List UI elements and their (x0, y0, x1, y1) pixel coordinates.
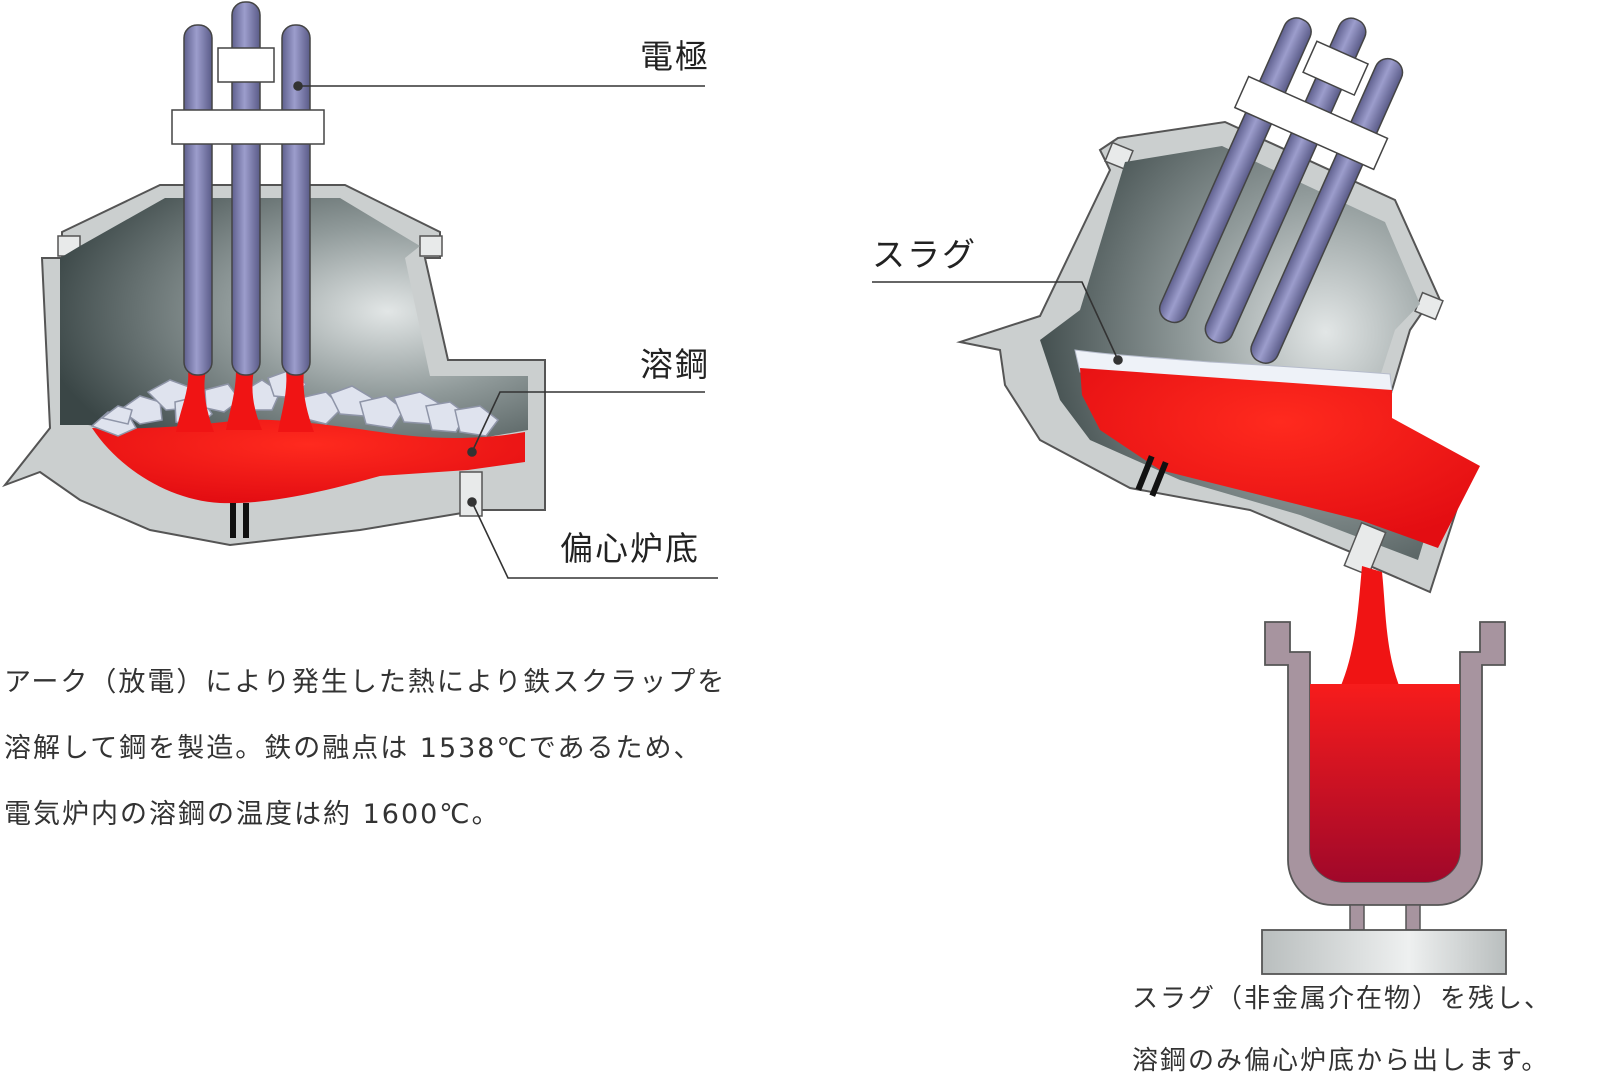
description-right-line-2: 溶鋼のみ偏心炉底から出します。 (1132, 1046, 1550, 1076)
ladle-leg-right (1405, 904, 1421, 931)
left-electrode-2 (231, 1, 261, 376)
right-bottom-mark-2 (1149, 461, 1169, 497)
right-leader-line (872, 281, 1123, 365)
right-electrode-2 (1204, 17, 1367, 344)
right-slag-layer (1074, 349, 1393, 393)
ladle-steel (1310, 684, 1460, 882)
left-roof-rim-right (419, 235, 443, 257)
description-left: アーク（放電）により発生した熱により鉄スクラップを 溶解して鋼を製造。鉄の融点は… (4, 650, 726, 848)
left-arc-streams (176, 370, 314, 432)
label-electrode: 電極 (640, 37, 710, 76)
left-bottom-mark-2 (243, 503, 249, 538)
description-left-line-3: 電気炉内の溶鋼の温度は約 1600℃。 (4, 799, 501, 830)
label-molten-steel: 溶鋼 (640, 345, 710, 384)
right-electrodes (1158, 17, 1404, 364)
right-electrode-clamp-upper (1302, 40, 1370, 97)
left-electrode-3 (281, 24, 311, 376)
ladle (1261, 621, 1507, 975)
right-tap-hole (1343, 521, 1387, 577)
label-slag: スラグ (872, 235, 977, 274)
left-electrode-1 (183, 24, 213, 376)
right-furnace (956, 17, 1480, 594)
left-electrode-clamp-upper (217, 47, 275, 83)
left-electrode-clamp-lower (171, 109, 325, 145)
left-electrodes (171, 1, 325, 376)
description-right-line-1: スラグ（非金属介在物）を残し、 (1132, 984, 1553, 1014)
ladle-leg-left (1349, 904, 1365, 931)
pouring-stream (1340, 566, 1400, 688)
right-bottom-mark-1 (1135, 455, 1155, 491)
label-eccentric-bottom: 偏心炉底 (560, 529, 700, 568)
left-tap-hole (459, 471, 483, 517)
description-left-line-1: アーク（放電）により発生した熱により鉄スクラップを (4, 667, 727, 698)
description-right: スラグ（非金属介在物）を残し、 溶鋼のみ偏心炉底から出します。 (1132, 968, 1552, 1092)
right-molten-steel (1080, 368, 1480, 548)
description-left-line-2: 溶解して鋼を製造。鉄の融点は 1538℃であるため、 (4, 733, 703, 764)
left-leader-lines (293, 81, 718, 579)
right-electrode-clamp-lower (1233, 75, 1389, 171)
left-bottom-mark-1 (230, 503, 236, 538)
ladle-base (1261, 929, 1507, 975)
left-furnace (2, 1, 546, 547)
left-molten-steel (92, 419, 525, 504)
